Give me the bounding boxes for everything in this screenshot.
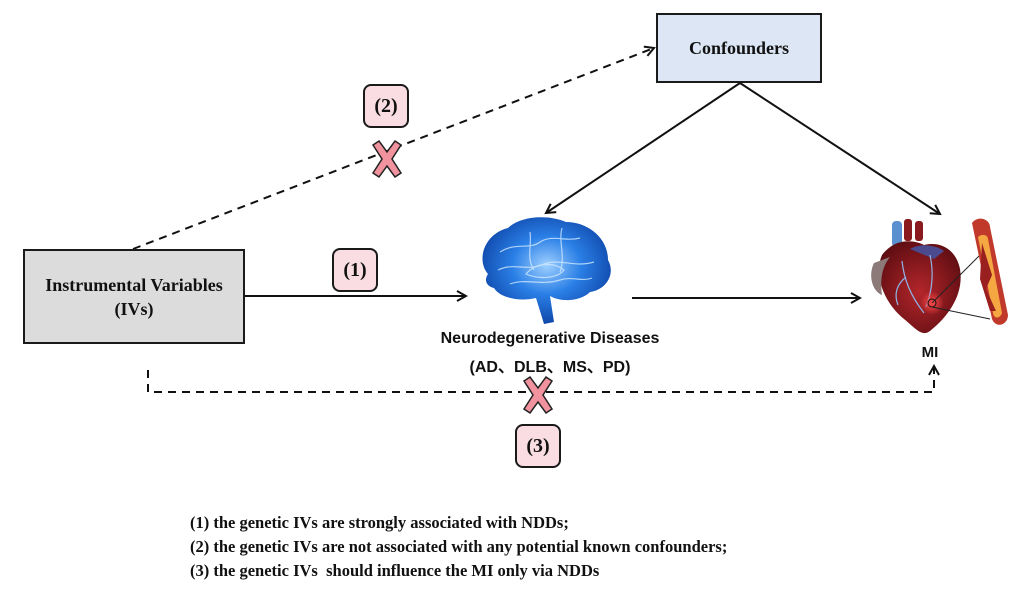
ndd-subtypes-label: (AD、DLB、MS、PD) (469, 359, 631, 376)
ivs-label-line2: (IVs) (114, 298, 154, 319)
cross-mark-icon (522, 375, 554, 415)
assumption-badge-2: (2) (363, 84, 409, 128)
ivs-label-line1: Instrumental Variables (45, 274, 223, 295)
confounders-label: Confounders (688, 37, 790, 58)
dashed-arrow-ivs-to-confounders (132, 48, 654, 250)
confounders-box: Confounders (656, 13, 822, 83)
badge-1-text: (1) (343, 258, 367, 281)
ndd-label: Neurodegenerative Diseases (440, 330, 660, 347)
arrow-confounders-to-ndd (546, 82, 741, 213)
assumption-note-1: (1) the genetic IVs are strongly associa… (190, 513, 569, 532)
assumptions-legend: (1) the genetic IVs are strongly associa… (190, 511, 727, 583)
brain-icon (482, 217, 611, 324)
assumption-badge-3: (3) (515, 424, 561, 468)
badge-3-text: (3) (526, 434, 550, 457)
arrow-confounders-to-mi (739, 82, 940, 214)
heart-artery-icon (871, 218, 1008, 334)
assumption-badge-1: (1) (332, 248, 378, 292)
assumption-note-2: (2) the genetic IVs are not associated w… (190, 537, 728, 556)
mi-label: MI (921, 344, 939, 361)
assumption-note-3: (3) the genetic IVs should influence the… (190, 561, 600, 580)
instrumental-variables-box: Instrumental Variables (IVs) (23, 249, 245, 344)
cross-mark-icon (371, 139, 403, 179)
badge-2-text: (2) (374, 94, 398, 117)
